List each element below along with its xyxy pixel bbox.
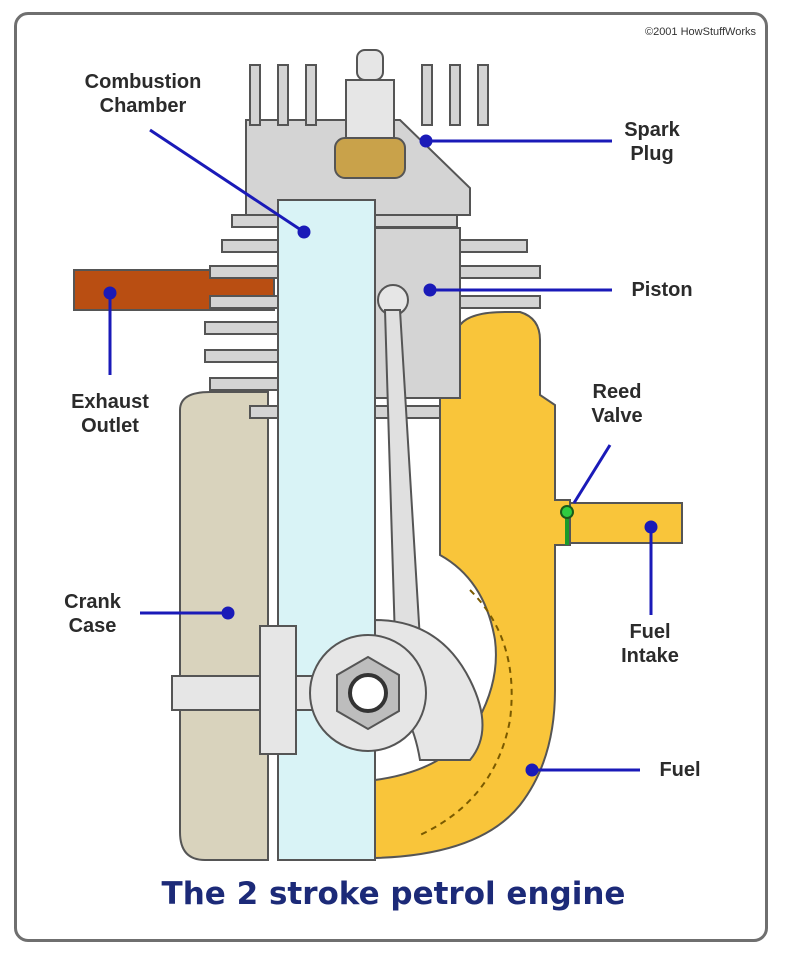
fuel-path-dashed (419, 589, 513, 836)
label-piston: Piston (631, 279, 693, 301)
reed-valve-hinge (560, 505, 574, 519)
spark-plug-nut (334, 137, 406, 179)
label-fuel: Fuel (659, 759, 701, 781)
spark-plug-body (345, 79, 395, 141)
fuel-intake-pipe (569, 502, 683, 544)
fuel-housing (374, 311, 571, 860)
head-fins (249, 64, 489, 126)
diagram-title: The 2 stroke petrol engine (161, 876, 626, 912)
spark-plug-tip (356, 49, 384, 81)
copyright-notice: ©2001 HowStuffWorks (644, 26, 756, 38)
crank-case (179, 391, 269, 861)
crank-web (259, 625, 297, 755)
cylinder-bore (277, 199, 376, 861)
crank-axle (348, 673, 388, 713)
leader-lines (103, 128, 658, 777)
